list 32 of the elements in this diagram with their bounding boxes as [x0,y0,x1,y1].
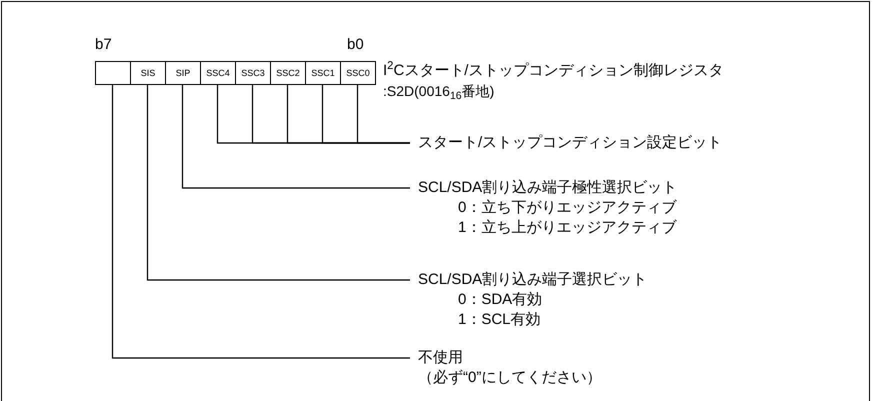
register-bit-cell [200,61,236,85]
setting-value: 0：立ち下がりエッジアクティブ [457,198,678,218]
setting-value: 1：立ち上がりエッジアクティブ [457,218,678,238]
bit-name: SSC2 [276,68,300,78]
setting-value: 0：SDA有効 [457,290,544,310]
bit-name: SSC4 [206,68,230,78]
register-bit-cell [235,61,271,85]
bit-name: SIS [140,68,156,78]
leader-line [182,84,410,189]
leader-line [356,84,410,144]
bit-name: SSC0 [346,68,370,78]
register-name: I$^{2}$Cスタート/ストップコンディション制御レジスタ [383,62,724,80]
register-bit-cell [95,61,131,85]
bit-name: SSC1 [311,68,335,78]
bit-name: SSC3 [241,68,265,78]
setting-value: 1：SCL有効 [457,310,542,330]
bit-name: SIP [176,68,190,78]
leader-line [146,84,410,281]
setting-value: （必ず“0”にしてください） [418,368,602,388]
bit-description: スタート/ストップコンディション設定ビット [418,133,722,153]
bit-description: SCL/SDA割り込み端子選択ビット [418,270,648,290]
bit-number: b7 [95,36,112,54]
leader-line [112,84,410,359]
bit-number: b0 [347,36,364,54]
register-bit-cell [340,61,376,85]
bit-description: 不使用 [418,348,464,368]
bit-description: SCL/SDA割り込み端子極性選択ビット [418,178,678,198]
register-bit-cell [165,61,201,85]
register-bit-cell [305,61,341,85]
register-bit-cell [130,61,166,85]
register-name: :S2D(0016$_{16}$番地) [383,82,494,100]
register-bit-cell [270,61,306,85]
